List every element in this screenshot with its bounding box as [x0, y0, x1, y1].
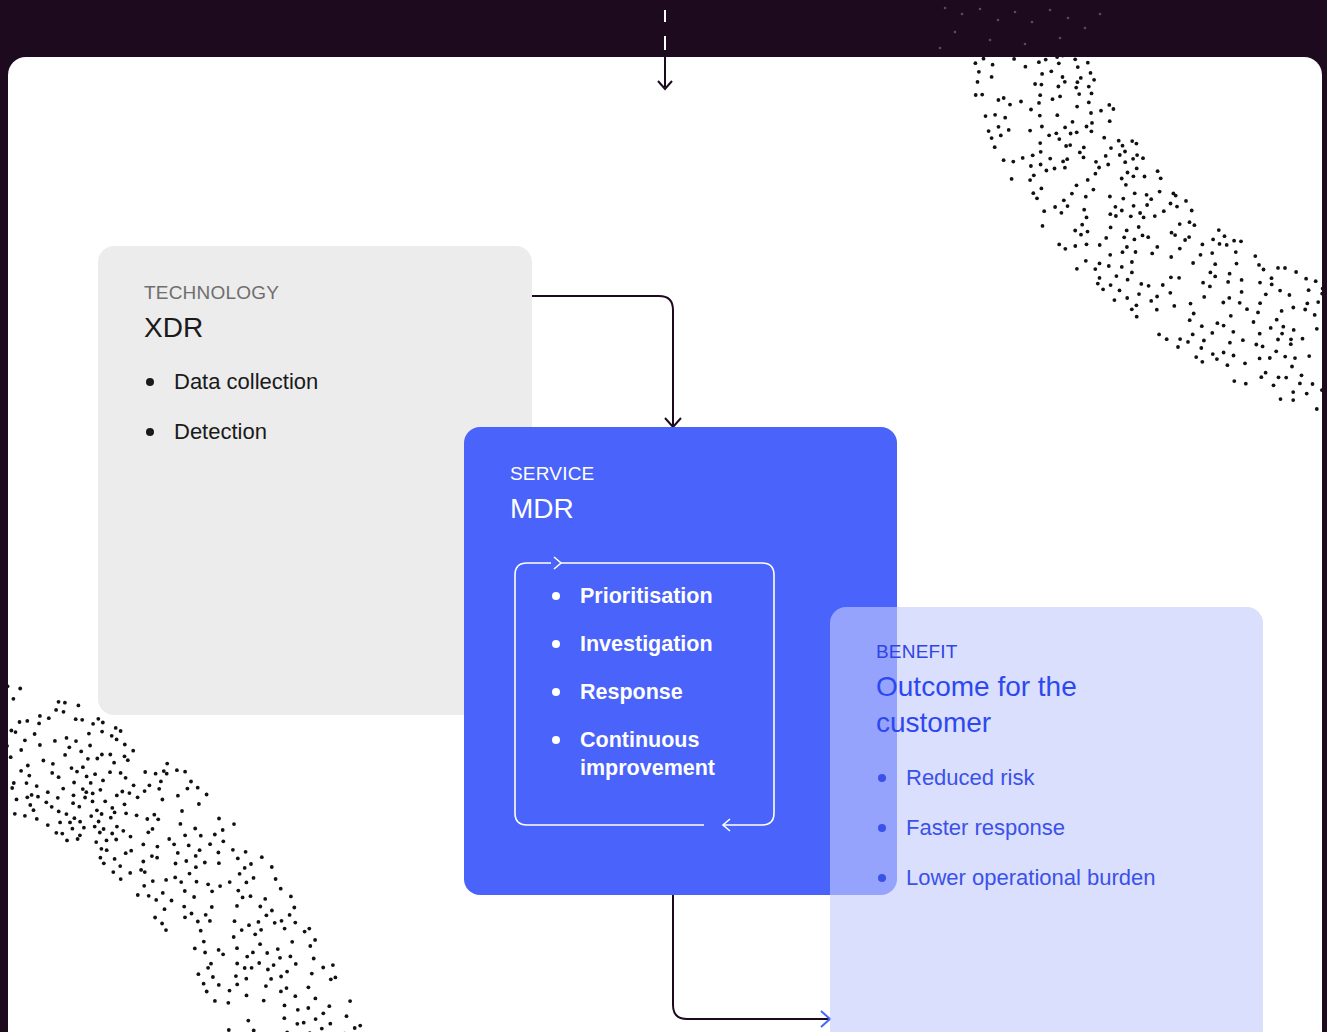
category-label: TECHNOLOGY — [144, 282, 486, 304]
bullet-item: Continuous improvement — [550, 726, 760, 782]
box-title: XDR — [144, 310, 486, 346]
bullet-item: Data collection — [144, 368, 486, 396]
bullet-item: Prioritisation — [550, 582, 760, 610]
content-panel: TECHNOLOGY XDR Data collectionDetectionSER… — [8, 57, 1322, 1032]
category-label: BENEFIT — [876, 641, 1217, 663]
box-title: Outcome for the customer — [876, 669, 1136, 742]
incoming-arrow-head — [658, 81, 672, 89]
bullet-item: Investigation — [550, 630, 760, 658]
process-loop-box: PrioritisationInvestigationResponseConti… — [514, 562, 775, 826]
category-label: SERVICE — [510, 463, 851, 485]
bullet-item: Lower operational burden — [876, 864, 1217, 892]
bullet-item: Faster response — [876, 814, 1217, 842]
bullet-item: Detection — [144, 418, 486, 446]
bullet-item: Reduced risk — [876, 764, 1217, 792]
flow-connector — [532, 296, 681, 427]
flow-connector — [673, 895, 830, 1027]
box-title: MDR — [510, 491, 851, 527]
benefit-box: BENEFIT Outcome for the customerReduced r… — [830, 607, 1263, 1032]
bullet-item: Response — [550, 678, 760, 706]
incoming-arrow-line — [664, 57, 666, 87]
